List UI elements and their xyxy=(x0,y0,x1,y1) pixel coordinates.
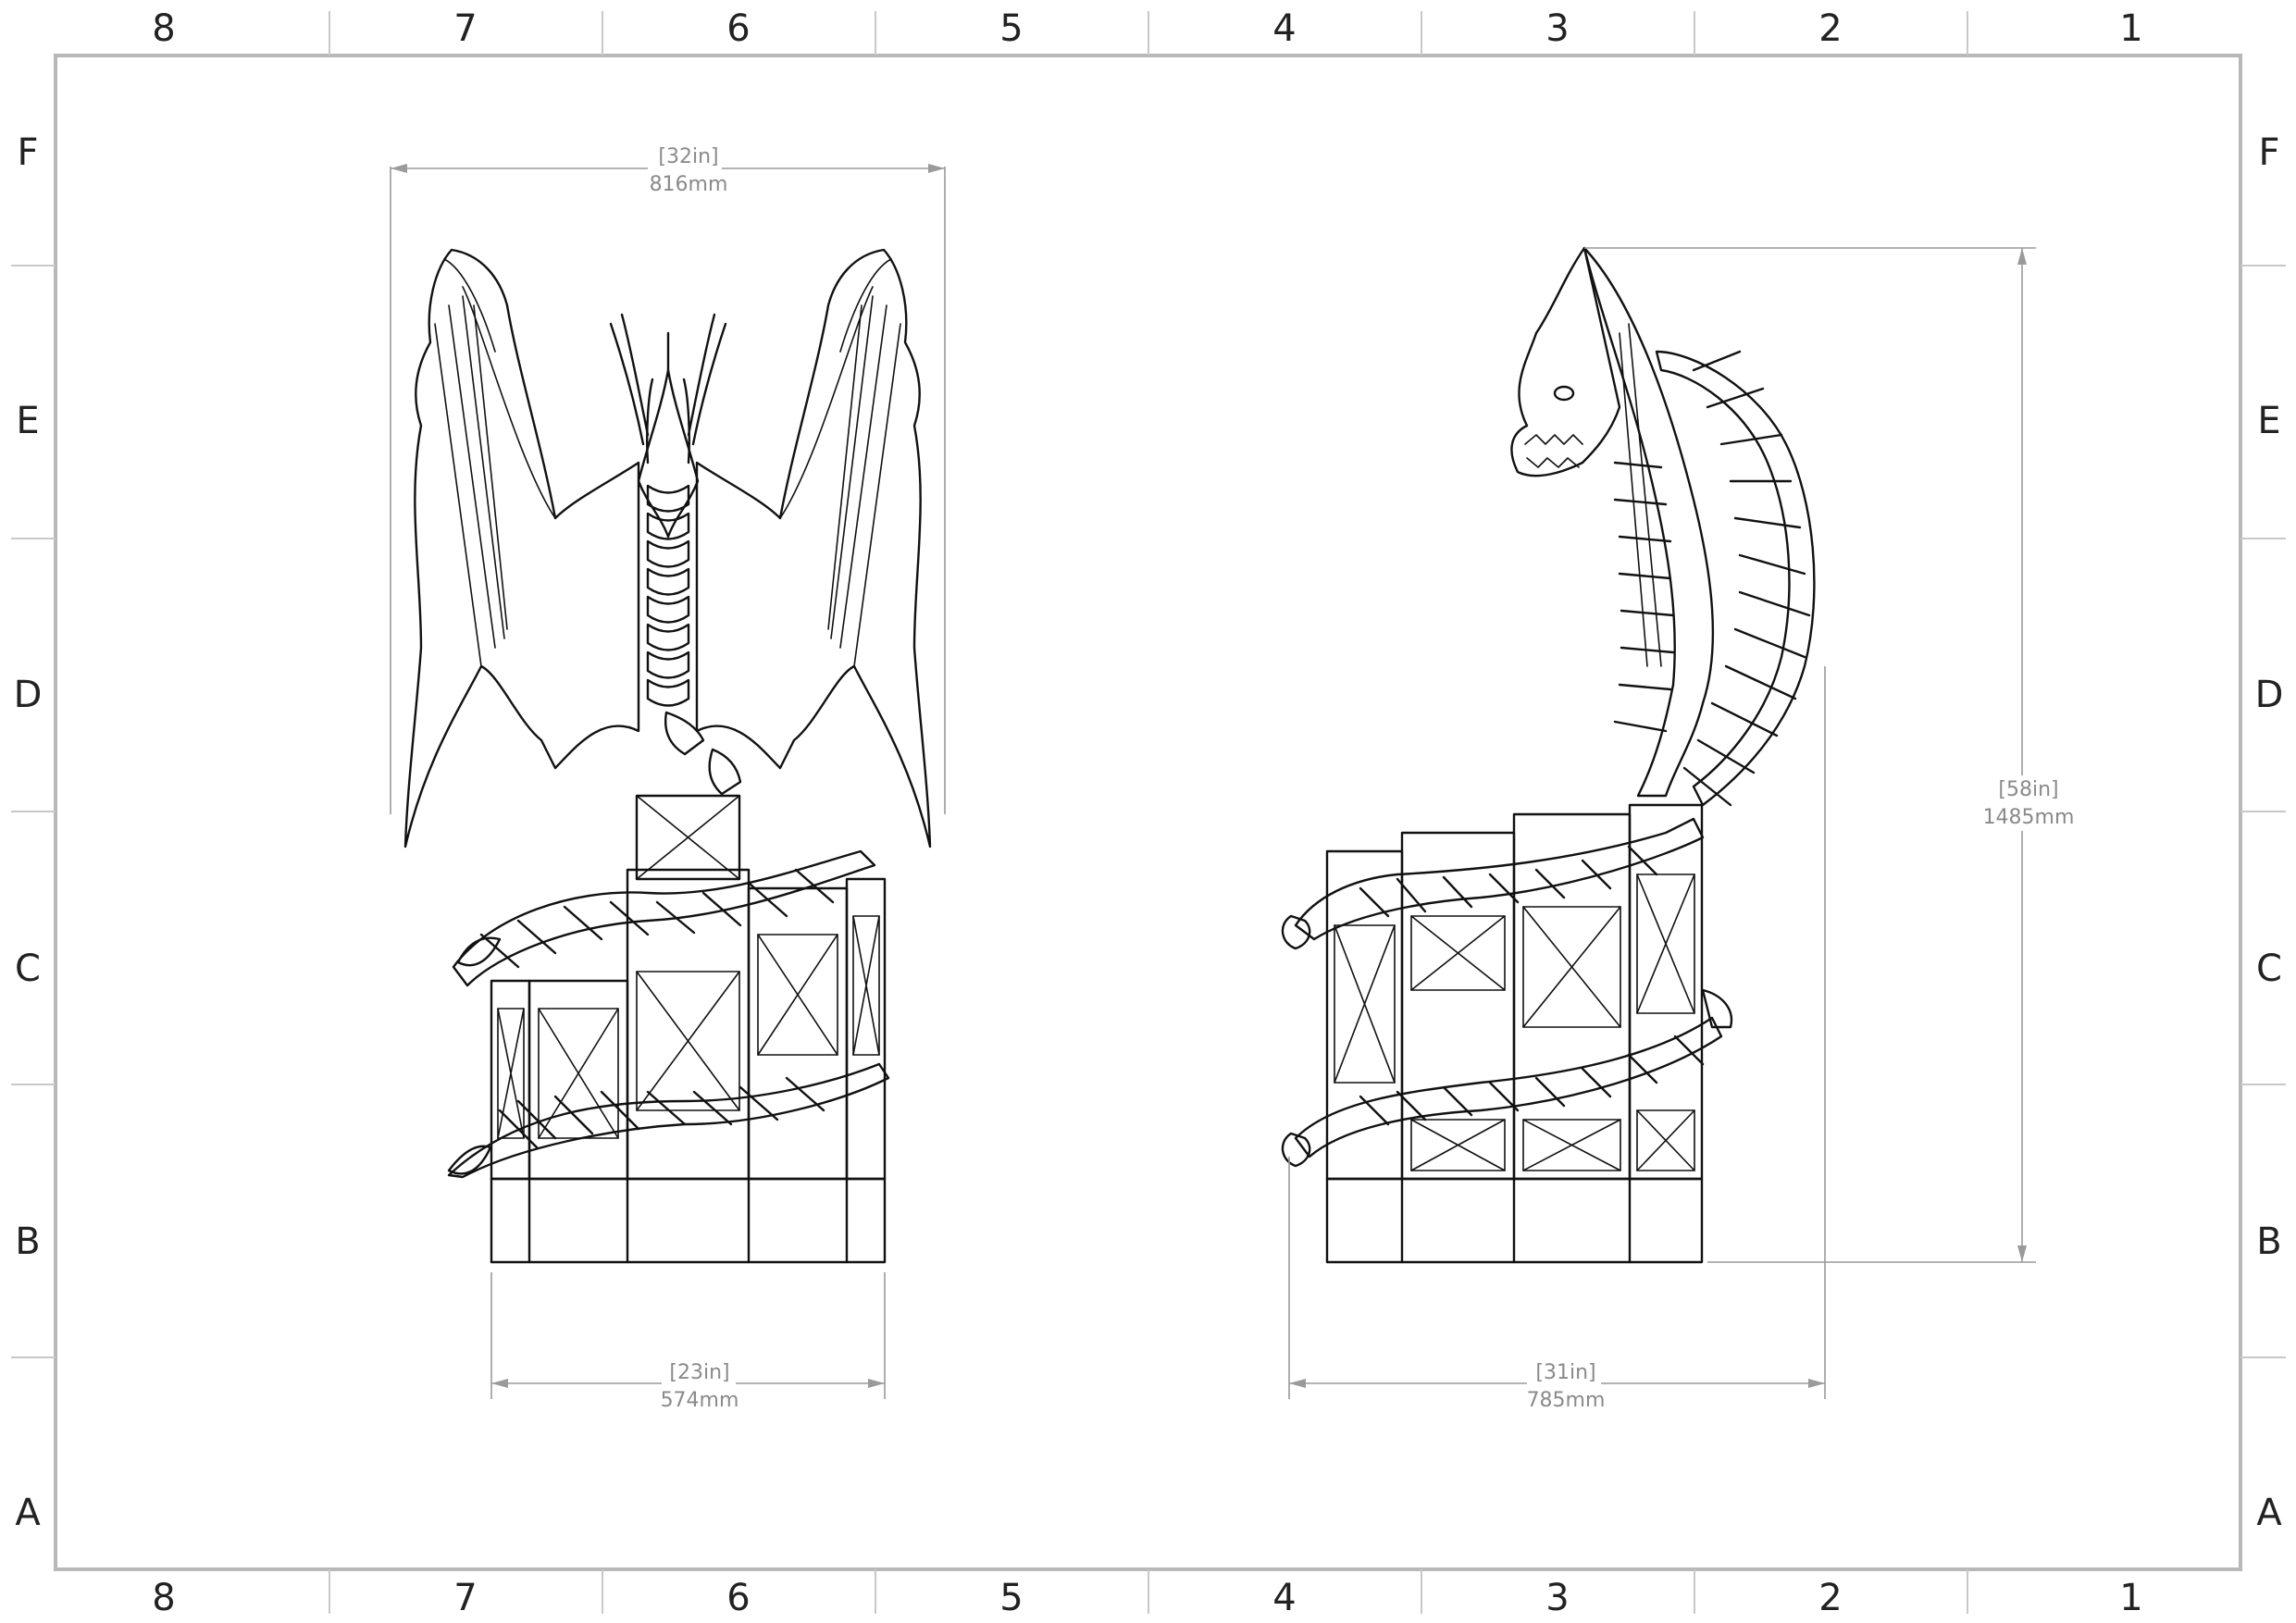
column-label: 6 xyxy=(726,7,750,50)
column-label: 6 xyxy=(726,1577,750,1619)
drawing-frame xyxy=(54,54,2242,1571)
zone-column-labels-bottom: 8 7 6 5 4 3 2 1 xyxy=(152,1577,2142,1619)
row-label: A xyxy=(15,1492,41,1534)
column-label: 7 xyxy=(453,7,477,50)
side-height-dimension: [58in] 1485mm xyxy=(1584,247,2075,1263)
height-metric: 1485mm xyxy=(1983,806,2075,829)
zone-row-labels-right: F E D C B A xyxy=(2255,131,2284,1534)
column-label: 2 xyxy=(1818,1577,1842,1619)
column-label: 5 xyxy=(999,7,1023,50)
row-label: C xyxy=(2256,948,2282,990)
front-lattice-panels xyxy=(490,794,887,1181)
side-neck xyxy=(1582,246,1816,807)
zone-row-ticks xyxy=(11,265,2286,1358)
front-head xyxy=(609,313,727,539)
front-right-wing xyxy=(695,248,932,849)
side-base xyxy=(1325,1177,1704,1264)
zone-row-labels-left: F E D C B A xyxy=(14,131,43,1534)
row-label: A xyxy=(2256,1492,2282,1534)
zone-column-labels-top: 8 7 6 5 4 3 2 1 xyxy=(152,7,2142,50)
height-imperial: [58in] xyxy=(1998,778,2058,801)
width-base-imperial: [23in] xyxy=(669,1361,729,1384)
width-top-imperial: [32in] xyxy=(658,145,718,168)
width-base-metric: 574mm xyxy=(661,1389,739,1412)
column-label: 2 xyxy=(1818,7,1842,50)
row-label: B xyxy=(2256,1220,2281,1263)
side-head xyxy=(1510,246,1621,477)
depth-imperial: [31in] xyxy=(1535,1361,1595,1384)
front-width-top-dimension: [32in] 816mm xyxy=(390,139,946,814)
side-neck-spikes xyxy=(1613,350,1811,807)
column-label: 8 xyxy=(152,1577,175,1619)
front-tail-coils xyxy=(447,849,890,1179)
side-lattice-panels xyxy=(1325,803,1704,1181)
side-view xyxy=(1281,246,1816,1264)
column-label: 8 xyxy=(152,7,175,50)
row-label: D xyxy=(2255,674,2284,716)
row-label: E xyxy=(16,400,39,442)
row-label: F xyxy=(17,131,38,174)
column-label: 3 xyxy=(1545,1577,1569,1619)
row-label: C xyxy=(15,948,41,990)
front-width-base-dimension: [23in] 574mm xyxy=(490,1272,886,1412)
front-left-wing xyxy=(403,248,640,849)
column-label: 3 xyxy=(1545,7,1569,50)
column-label: 7 xyxy=(453,1577,477,1619)
row-label: B xyxy=(15,1220,40,1263)
front-base xyxy=(490,1177,887,1264)
column-label: 1 xyxy=(2119,7,2142,50)
column-label: 1 xyxy=(2119,1577,2142,1619)
column-label: 5 xyxy=(999,1577,1023,1619)
zone-column-ticks xyxy=(329,11,1968,1614)
depth-metric: 785mm xyxy=(1527,1389,1606,1412)
row-label: F xyxy=(2258,131,2279,174)
column-label: 4 xyxy=(1272,7,1296,50)
column-label: 4 xyxy=(1272,1577,1296,1619)
row-label: D xyxy=(14,674,43,716)
side-depth-dimension: [31in] 785mm xyxy=(1288,666,1826,1412)
side-tail-coils xyxy=(1281,817,1733,1168)
row-label: E xyxy=(2257,400,2280,442)
width-top-metric: 816mm xyxy=(650,173,728,196)
front-view xyxy=(403,248,932,1264)
front-spine xyxy=(646,484,742,796)
